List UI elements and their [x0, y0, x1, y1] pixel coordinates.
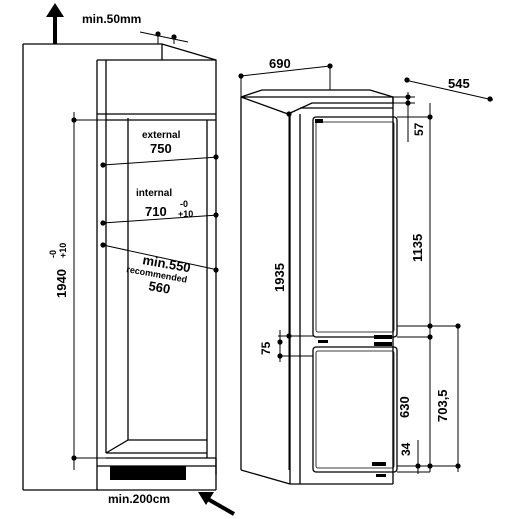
internal-width-dimension: internal 710 -0 +10	[100, 188, 219, 226]
recommended-value: 560	[147, 278, 171, 297]
min-gap-dimension: min.50mm	[82, 12, 189, 44]
appliance-height-dimensions: 1935 75	[259, 111, 313, 470]
upper-door	[312, 116, 398, 338]
gap-value: 75	[259, 341, 273, 355]
internal-value: 710	[145, 204, 167, 219]
external-value: 750	[150, 141, 172, 156]
fridge-appliance	[240, 89, 398, 485]
internal-tolerance-bottom: +10	[178, 209, 193, 219]
external-width-dimension: external 750	[100, 130, 219, 168]
total-height-value: 1935	[272, 263, 287, 292]
min-gap-label: min.50mm	[82, 12, 141, 26]
internal-label: internal	[136, 188, 172, 199]
depth-690-dimension: 690	[238, 56, 333, 97]
vent-min-label: min.200cm	[108, 492, 170, 506]
bottom-offset-value: 34	[399, 442, 413, 456]
external-label: external	[142, 130, 181, 141]
lower-door-value: 630	[397, 396, 412, 418]
internal-tolerance-top: -0	[180, 199, 188, 209]
width-545-dimension: 545	[404, 76, 494, 102]
niche-cabinet	[22, 3, 235, 516]
top-offset-value: 57	[412, 122, 426, 136]
right-side-dimensions: 57 1135 630 703,5 34	[393, 92, 461, 474]
niche-height-tolerance-top: -0	[48, 250, 58, 258]
ventilation-grille	[110, 466, 186, 480]
niche-height-value: 1940	[54, 269, 69, 298]
niche-height-dimension: 1940 -0 +10	[48, 112, 106, 470]
middle-hinge	[374, 335, 392, 339]
lower-section-value: 703,5	[435, 389, 450, 422]
depth-dimension: min.550 recommended 560	[100, 242, 219, 297]
air-outlet-arrow-icon	[46, 3, 64, 44]
width-545-value: 545	[448, 76, 470, 91]
upper-door-value: 1135	[410, 234, 425, 262]
niche-height-tolerance-bottom: +10	[58, 243, 68, 258]
air-inlet-arrow-icon	[198, 492, 235, 516]
lower-door	[312, 346, 398, 473]
depth-690-value: 690	[269, 56, 291, 71]
